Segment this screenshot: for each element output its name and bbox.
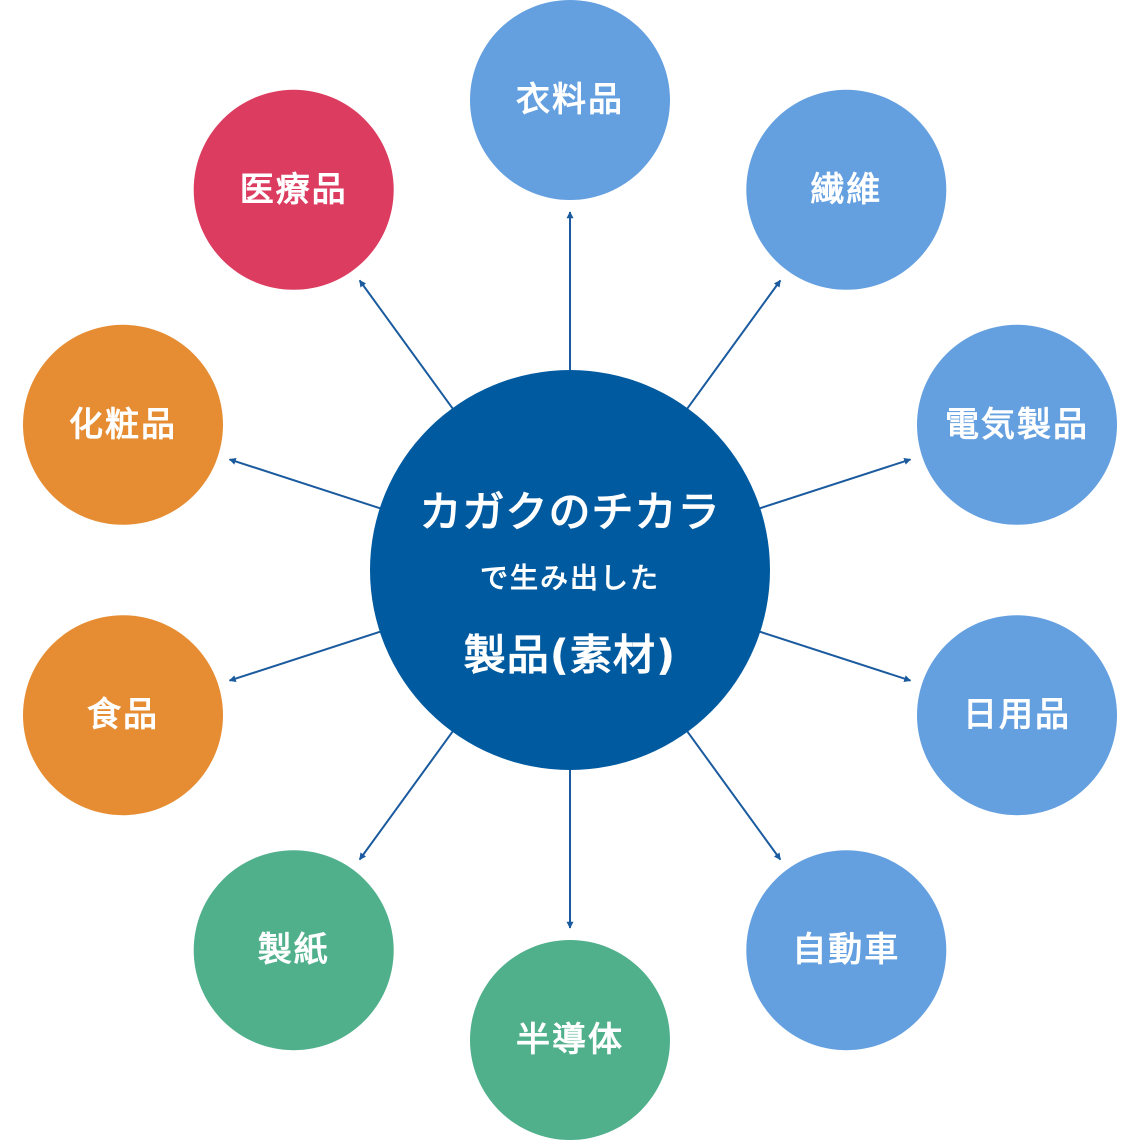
node-circle-semiconductor: [470, 940, 670, 1140]
arrow-daily-goods: [757, 630, 912, 682]
arrows-layer: [228, 211, 912, 929]
node-cosmetics: 化粧品: [23, 324, 223, 525]
arrow-fiber: [685, 279, 782, 411]
node-semiconductor: 半導体: [470, 940, 670, 1140]
node-food: 食品: [23, 615, 223, 816]
node-papermaking: 製紙: [193, 850, 394, 1051]
arrow-cosmetics: [228, 458, 383, 510]
center-circle: [370, 370, 770, 770]
center-title-line2: で生み出した: [480, 562, 660, 595]
node-circle-automobile: [746, 850, 947, 1051]
arrow-papermaking: [358, 729, 455, 861]
node-circle-clothing: [470, 0, 670, 200]
node-label-cosmetics: 化粧品: [69, 405, 177, 445]
node-electronics: 電気製品: [917, 324, 1117, 525]
node-circle-fiber: [746, 89, 947, 290]
node-medical: 医療品: [193, 89, 394, 290]
node-clothing: 衣料品: [470, 0, 670, 200]
node-label-fiber: 繊維: [810, 170, 882, 210]
node-label-food: 食品: [87, 695, 159, 735]
node-circle-cosmetics: [23, 324, 223, 525]
node-circle-daily-goods: [917, 615, 1117, 816]
arrow-electronics: [757, 458, 912, 510]
node-automobile: 自動車: [746, 850, 947, 1051]
arrow-medical: [358, 279, 455, 411]
node-label-daily-goods: 日用品: [963, 695, 1071, 735]
node-label-semiconductor: 半導体: [516, 1020, 624, 1060]
node-label-clothing: 衣料品: [516, 80, 624, 120]
node-circle-medical: [193, 89, 394, 290]
node-circle-papermaking: [193, 850, 394, 1051]
node-daily-goods: 日用品: [917, 615, 1117, 816]
node-label-automobile: 自動車: [792, 930, 900, 970]
arrow-food: [228, 630, 383, 682]
center-title-line3: 製品(素材): [464, 631, 676, 680]
center-title-line1: カガクのチカラ: [419, 488, 720, 537]
node-label-electronics: 電気製品: [945, 405, 1089, 445]
node-circle-food: [23, 615, 223, 816]
node-fiber: 繊維: [746, 89, 947, 290]
node-label-medical: 医療品: [240, 170, 348, 210]
node-label-papermaking: 製紙: [258, 930, 330, 970]
center-node: カガクのチカラ で生み出した 製品(素材): [370, 370, 770, 770]
arrow-automobile: [685, 729, 782, 861]
node-circle-electronics: [917, 324, 1117, 525]
